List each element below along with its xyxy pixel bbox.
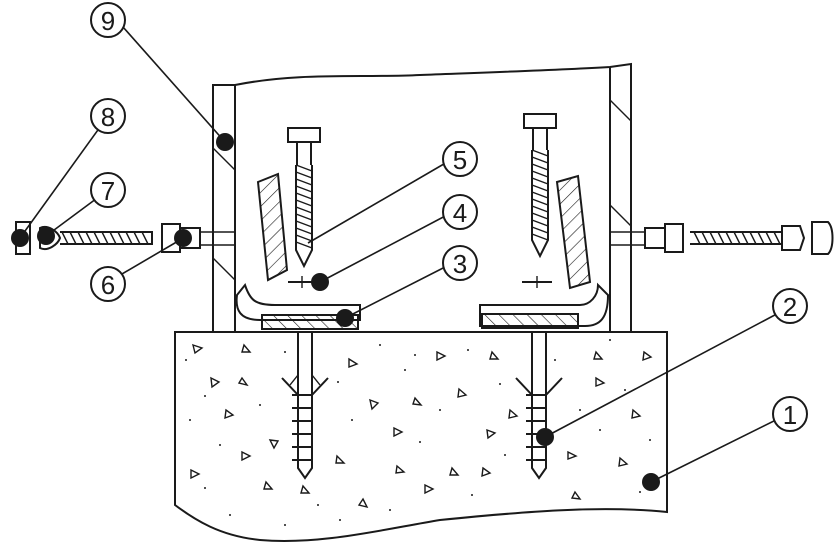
callout-7: 7 [90,172,126,208]
concrete-base [174,331,668,542]
concrete-stipple [185,339,651,526]
callout-8: 8 [90,98,126,134]
callout-5-label: 5 [453,145,467,175]
leader-dots [11,133,660,491]
wall-frame [212,62,632,332]
callout-1: 1 [772,396,808,432]
nail-right [522,276,552,288]
left-bracket [235,172,361,330]
anchor-plug-left [281,332,329,480]
anchor-plug-right [515,332,563,480]
callout-9-label: 9 [101,6,115,36]
callout-1-label: 1 [783,400,797,430]
callout-5: 5 [442,141,478,177]
callout-4: 4 [442,194,478,230]
callout-2-label: 2 [783,292,797,322]
callout-8-label: 8 [101,102,115,132]
callout-6: 6 [90,266,126,302]
wall-hatch-right [609,99,632,227]
callout-7-label: 7 [101,176,115,206]
horizontal-screw-right [610,221,834,255]
callout-6-label: 6 [101,270,115,300]
callout-3: 3 [442,245,478,281]
right-bracket [479,174,610,329]
callout-9: 9 [90,2,126,38]
callout-4-label: 4 [453,198,467,228]
leader-lines [19,26,789,483]
callout-3-label: 3 [453,249,467,279]
callout-2: 2 [772,288,808,324]
lag-screw-right [523,113,557,259]
concrete-aggregate [190,343,653,509]
lag-screw-left [287,127,321,269]
wall-hatch-left [212,147,236,281]
